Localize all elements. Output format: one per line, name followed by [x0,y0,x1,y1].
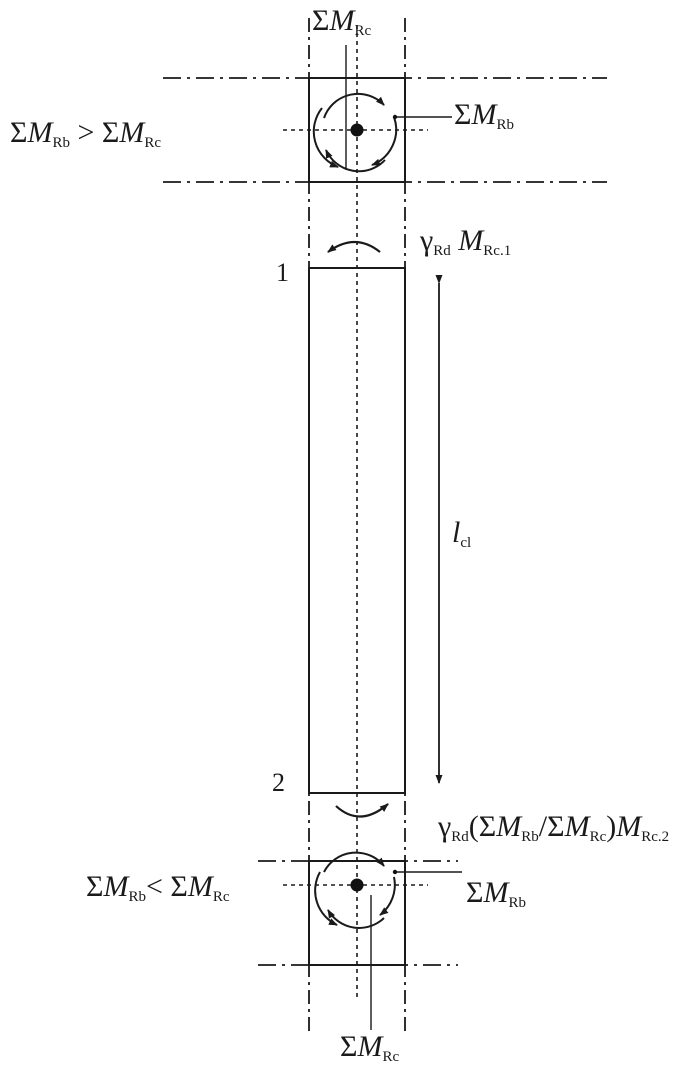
moment-symbol: M [471,98,497,131]
bottom-joint [283,851,462,1030]
bottom-upper-moment-arrow [323,851,385,873]
gamma-symbol: γ [420,224,434,257]
clear-length-label: lcl [452,518,471,551]
bottom-beam-moment-arrow [379,876,396,916]
bottom-left-moment-arrow [314,871,338,926]
subscript: Rc [212,889,230,905]
subscript: Rd [433,243,451,259]
subscript: Rc.1 [483,243,512,259]
moment-symbol: M [616,810,642,843]
sum-symbol: Σ [101,116,120,149]
top-end-moment-arrow [327,240,381,253]
moment-symbol: M [187,870,213,903]
length-symbol: l [452,516,461,549]
subscript: cl [460,535,472,551]
bottom-joint-box [308,860,406,966]
top-joint [283,45,452,183]
top-lower-moment-arrow [325,149,386,173]
top-end-moment-label: γRd MRc.1 [420,226,511,259]
bottom-leader-dot [392,869,398,875]
moment-symbol: M [27,116,53,149]
moment-symbol: M [458,224,484,257]
column-end-label-bottom: 2 [272,768,285,797]
column-end-label-top: 1 [276,258,289,287]
bottom-beam-moment-label: ΣMRb [466,878,526,911]
moment-symbol: M [103,870,129,903]
sum-symbol: Σ [312,4,330,37]
gamma-symbol: γ [438,810,452,843]
subscript: Rb [521,829,539,845]
sum-symbol: Σ [10,116,28,149]
paren: ) [606,810,617,843]
top-joint-condition: ΣMRb > ΣMRc [10,118,161,151]
comparison-operator: < [145,870,163,903]
bottom-column-moment-label: ΣMRc [340,1032,399,1065]
sum-symbol: Σ [478,810,497,843]
sum-symbol: Σ [340,1030,358,1063]
top-joint-node [350,123,364,137]
bottom-joint-node [350,878,364,892]
top-left-moment-arrow [312,107,339,168]
slash: / [538,810,548,843]
bottom-column-moment-arrow [327,909,385,929]
column-member [308,267,406,794]
bottom-end-moment-label: γRd(ΣMRb/ΣMRc)MRc.2 [438,812,669,845]
subscript: Rc [144,135,162,151]
sum-symbol: Σ [454,98,472,131]
paren: ( [468,810,479,843]
subscript: Rc [354,23,372,39]
top-beam-moment-arrow [371,116,398,166]
sum-symbol: Σ [466,876,484,909]
moment-symbol: M [496,810,522,843]
subscript: Rb [496,117,514,133]
moment-symbol: M [329,4,355,37]
subscript: Rb [128,889,146,905]
subscript: Rc [382,1049,400,1065]
moment-symbol: M [357,1030,383,1063]
bottom-joint-condition: ΣMRb< ΣMRc [86,872,230,905]
subscript: Rb [508,895,526,911]
top-leader-dot [392,114,398,120]
subscript: Rb [52,135,70,151]
bottom-end-moment-arrow [335,803,389,818]
sum-symbol: Σ [170,870,188,903]
sum-symbol: Σ [86,870,104,903]
moment-symbol: M [564,810,590,843]
sum-symbol: Σ [547,810,565,843]
top-beam-moment-label: ΣMRb [454,100,514,133]
top-column-moment-label: ΣMRc [312,6,371,39]
subscript: Rc.2 [641,829,670,845]
moment-symbol: M [119,116,145,149]
subscript: Rc [589,829,607,845]
top-column-moment-arrow [323,92,385,119]
moment-symbol: M [483,876,509,909]
subscript: Rd [451,829,469,845]
comparison-operator: > [77,116,95,149]
